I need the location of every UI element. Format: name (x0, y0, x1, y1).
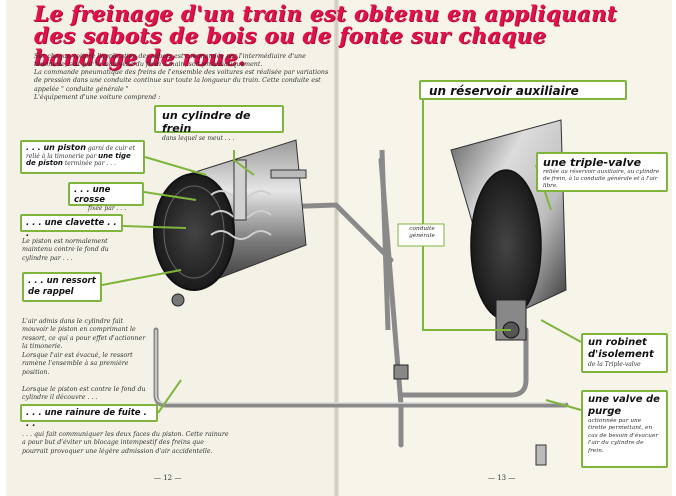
piston-title: . . . un piston (26, 143, 86, 152)
piston-contre-text: Lorsque le piston est contre le fond du … (22, 386, 172, 403)
air-admis-text: L'air admis dans le cylindre fait mouvoi… (22, 318, 148, 352)
clavette-title: . . . une clavette . . . (26, 218, 117, 240)
clavette-box: . . . une clavette . . . (20, 214, 123, 232)
book-spread: Le freinage d'un train est obtenu en app… (6, 0, 672, 496)
purge-box: une valve de purge actionnée par une tir… (581, 390, 668, 468)
crosse-sub: fixée par . . . (74, 205, 138, 213)
cylindre-sub: dans lequel se meut . . . (162, 135, 276, 143)
robinet-box: un robinet d'isolement de la Triple-valv… (581, 333, 668, 373)
piston-end: terminée par . . . (65, 160, 116, 167)
triple-title: une triple-valve (543, 156, 661, 169)
air-evacue-text: Lorsque l'air est évacué, le ressort ram… (22, 352, 148, 377)
cylindre-title: un cylindre de frein (162, 109, 276, 135)
intro-paragraph-2: La commande pneumatique des freins de l'… (34, 69, 334, 94)
intro-paragraph-3: L'équipement d'une voiture comprend : (34, 94, 334, 102)
triple-valve-box: une triple-valve reliée au réservoir aux… (536, 152, 668, 192)
intro-paragraph-1: Sur chaque voiture l'application des sab… (34, 53, 334, 70)
page-number-left: — 12 — (154, 474, 181, 482)
piston-box: . . . un piston garni de cuir et relié à… (20, 140, 145, 174)
crosse-title: . . . une crosse (74, 185, 138, 205)
reservoir-box: un réservoir auxiliaire (419, 80, 627, 100)
brake-cylinder-drawing (154, 140, 306, 306)
ressort-box: . . . un ressort de rappel (22, 272, 102, 302)
robinet-title: un robinet d'isolement (588, 337, 661, 361)
piston-rest-text: Le piston est normalement maintenu contr… (22, 238, 130, 263)
purge-title: une valve de purge (588, 394, 661, 418)
cylindre-box: un cylindre de frein dans lequel se meut… (154, 105, 284, 133)
conduite-drawing (382, 150, 388, 330)
rainure-title: . . . une rainure de fuite . . . (26, 408, 152, 430)
conduite-tag: conduite générale (400, 226, 444, 240)
crosse-box: . . . une crosse fixée par . . . (68, 182, 144, 206)
valve-block (394, 365, 408, 379)
pipe-highlight (156, 330, 566, 403)
pull-handle (536, 445, 546, 465)
triple-sub: reliée au réservoir auxiliaire, au cylin… (543, 169, 661, 189)
robinet-sub: de la Triple-valve (588, 361, 661, 369)
ressort-title: . . . un ressort de rappel (28, 276, 96, 298)
purge-sub: actionnée par une tirette permettant, en… (588, 418, 661, 455)
fuite-text: . . . qui fait communiquer les deux face… (22, 431, 232, 456)
rainure-box: . . . une rainure de fuite . . . (20, 404, 158, 422)
reservoir-title: un réservoir auxiliaire (429, 84, 617, 98)
page-number-right: — 13 — (488, 474, 515, 482)
